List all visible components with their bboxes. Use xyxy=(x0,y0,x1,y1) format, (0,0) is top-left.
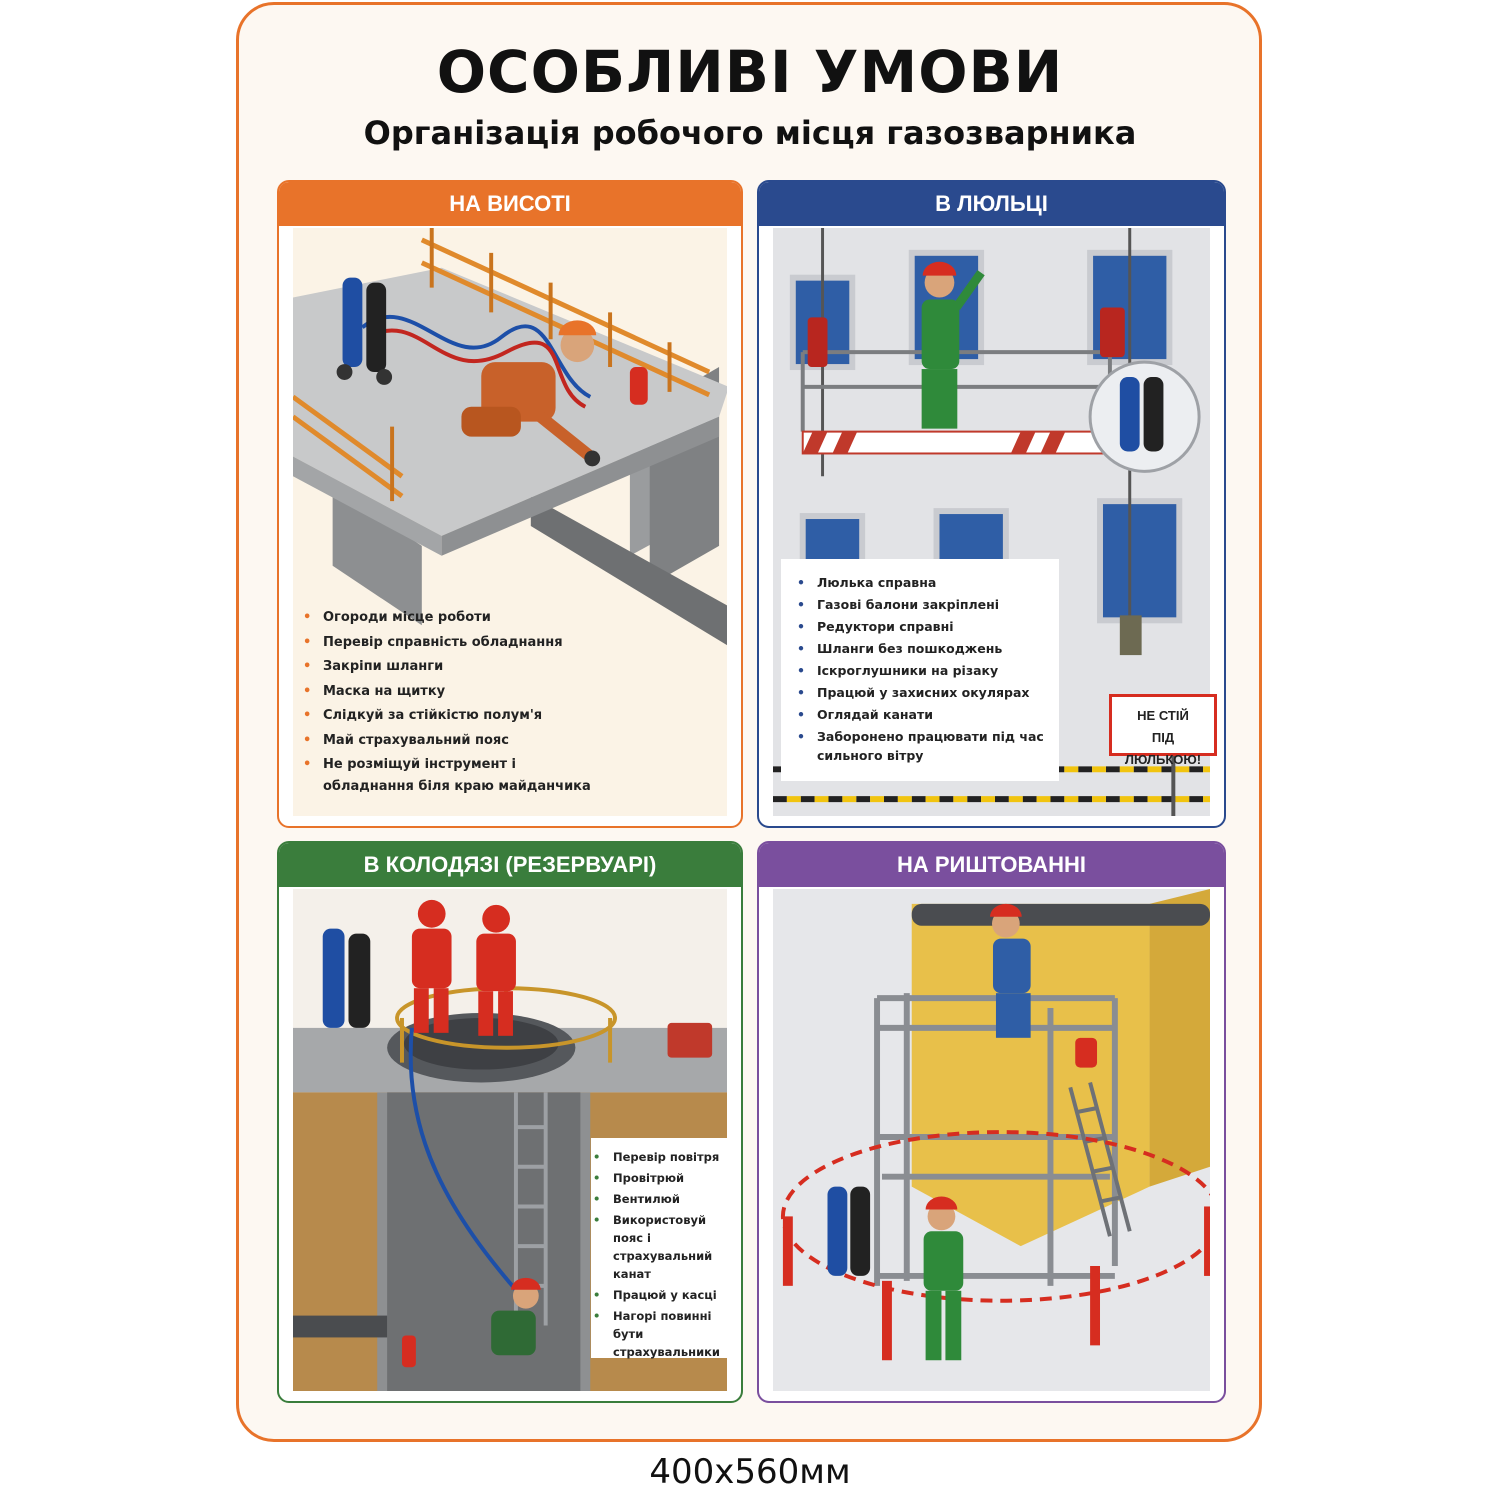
poster-subtitle: Організація робочого місця газозварника xyxy=(363,114,1137,152)
bullet-icon: • xyxy=(797,729,805,744)
panel-in-well: В КОЛОДЯЗІ (РЕЗЕРВУАРІ) xyxy=(277,841,743,1403)
panel-header: В ЛЮЛЬЦІ xyxy=(759,182,1224,226)
checklist-item: • Нагорі повинні бути страхувальники xyxy=(593,1307,737,1361)
checklist-item: • Використовуй пояс і страхувальний канат xyxy=(593,1211,737,1283)
bullet-icon: • xyxy=(593,1288,601,1302)
bullet-icon: • xyxy=(303,708,312,723)
bullet-icon: • xyxy=(303,732,312,748)
checklist-text: Провітрюй xyxy=(613,1171,685,1185)
checklist-item: • Маска на щитку xyxy=(303,681,601,703)
checklist-text: Огороди місце роботи xyxy=(323,610,491,625)
bullet-icon: • xyxy=(303,683,312,699)
checklist-text: Закріпи шланги xyxy=(323,659,444,674)
size-caption: 400x560мм xyxy=(649,1452,851,1492)
checklist-item: • Слідкуй за стійкістю полум'я xyxy=(303,705,601,727)
checklist-item: • Не розміщуй інструмент і обладнання біл… xyxy=(303,754,601,797)
bullet-icon: • xyxy=(797,641,805,656)
bullet-icon: • xyxy=(303,659,312,674)
checklist-text: Іскроглушники на різаку xyxy=(817,663,999,678)
checklist-text: Оглядай канати xyxy=(817,707,933,722)
checklist-item: • Працюй у касці xyxy=(593,1286,737,1304)
checklist-item: • Май страхувальний пояс xyxy=(303,730,601,752)
checklist-item: • Шланги без пошкоджень xyxy=(797,639,1053,658)
checklist-item: • Редуктори справні xyxy=(797,617,1053,636)
bullet-icon: • xyxy=(797,685,805,700)
bullet-icon: • xyxy=(797,663,805,678)
bullet-icon: • xyxy=(593,1192,601,1206)
checklist-item: • Заборонено працювати під час сильного в… xyxy=(797,727,1053,765)
checklist-item: • Провітрюй xyxy=(593,1169,737,1187)
checklist-text: Перевір повітря xyxy=(613,1150,720,1164)
bullet-icon: • xyxy=(593,1309,601,1323)
checklist-item: • Працюй у захисних окулярах xyxy=(797,683,1053,702)
checklist-text: Нагорі повинні бути страхувальники xyxy=(613,1309,720,1359)
checklist-text: Не розміщуй інструмент і обладнання біля… xyxy=(323,757,591,794)
checklist-text: Використовуй пояс і страхувальний канат xyxy=(613,1213,713,1281)
checklist-text: Працюй у захисних окулярах xyxy=(817,685,1030,700)
height-illustration xyxy=(293,228,727,816)
cradle-checklist: • Люлька справна • Газові балони закріплені… xyxy=(781,559,1059,781)
checklist-item: • Люлька справна xyxy=(797,573,1053,592)
scaffold-illustration xyxy=(773,889,1210,1391)
checklist-text: Вентилюй xyxy=(613,1192,680,1206)
checklist-text: Газові балони закріплені xyxy=(817,597,1000,612)
panel-in-cradle: В ЛЮЛЬЦІ xyxy=(757,180,1226,828)
checklist-text: Перевір справність обладнання xyxy=(323,634,563,650)
bullet-icon: • xyxy=(303,610,312,625)
height-checklist: • Огороди місце роботи • Перевір справність… xyxy=(301,607,601,807)
bullet-icon: • xyxy=(797,597,805,612)
checklist-item: • Огороди місце роботи xyxy=(303,607,601,629)
checklist-text: Маска на щитку xyxy=(323,683,446,699)
bullet-icon: • xyxy=(303,757,312,772)
checklist-item: • Газові балони закріплені xyxy=(797,595,1053,614)
checklist-text: Заборонено працювати під час сильного ві… xyxy=(817,729,1044,763)
checklist-item: • Оглядай канати xyxy=(797,705,1053,724)
panel-header: НА РИШТОВАННІ xyxy=(759,843,1224,887)
checklist-item: • Закріпи шланги xyxy=(303,656,601,678)
sign-line-2: ПІД ЛЮЛЬКОЮ! xyxy=(1124,730,1202,767)
checklist-item: • Перевір справність обладнання xyxy=(303,632,601,654)
panel-at-height: НА ВИСОТІ xyxy=(277,180,743,828)
checklist-text: Май страхувальний пояс xyxy=(323,732,509,748)
panel-on-scaffold: НА РИШТОВАННІ xyxy=(757,841,1226,1403)
bullet-icon: • xyxy=(303,634,312,650)
checklist-item: • Іскроглушники на різаку xyxy=(797,661,1053,680)
checklist-item: • Перевір повітря xyxy=(593,1148,737,1166)
bullet-icon: • xyxy=(593,1171,601,1185)
panel-header: НА ВИСОТІ xyxy=(279,182,741,226)
checklist-text: Слідкуй за стійкістю полум'я xyxy=(323,708,543,723)
bullet-icon: • xyxy=(797,575,805,590)
checklist-text: Люлька справна xyxy=(817,575,937,590)
bullet-icon: • xyxy=(797,619,805,634)
checklist-text: Редуктори справні xyxy=(817,619,954,634)
bullet-icon: • xyxy=(593,1150,601,1164)
bullet-icon: • xyxy=(593,1213,601,1227)
sign-line-1: НЕ СТІЙ xyxy=(1137,708,1189,723)
checklist-item: • Вентилюй xyxy=(593,1190,737,1208)
checklist-text: Працюй у касці xyxy=(613,1288,717,1302)
well-checklist: • Перевір повітря • Провітрюй • Вентилюй • Вико… xyxy=(591,1138,741,1361)
checklist-text: Шланги без пошкоджень xyxy=(817,641,1003,656)
bullet-icon: • xyxy=(797,707,805,722)
poster-title: ОСОБЛИВІ УМОВИ xyxy=(436,38,1064,106)
warning-sign: НЕ СТІЙ ПІД ЛЮЛЬКОЮ! xyxy=(1109,694,1217,767)
panel-header: В КОЛОДЯЗІ (РЕЗЕРВУАРІ) xyxy=(279,843,741,887)
